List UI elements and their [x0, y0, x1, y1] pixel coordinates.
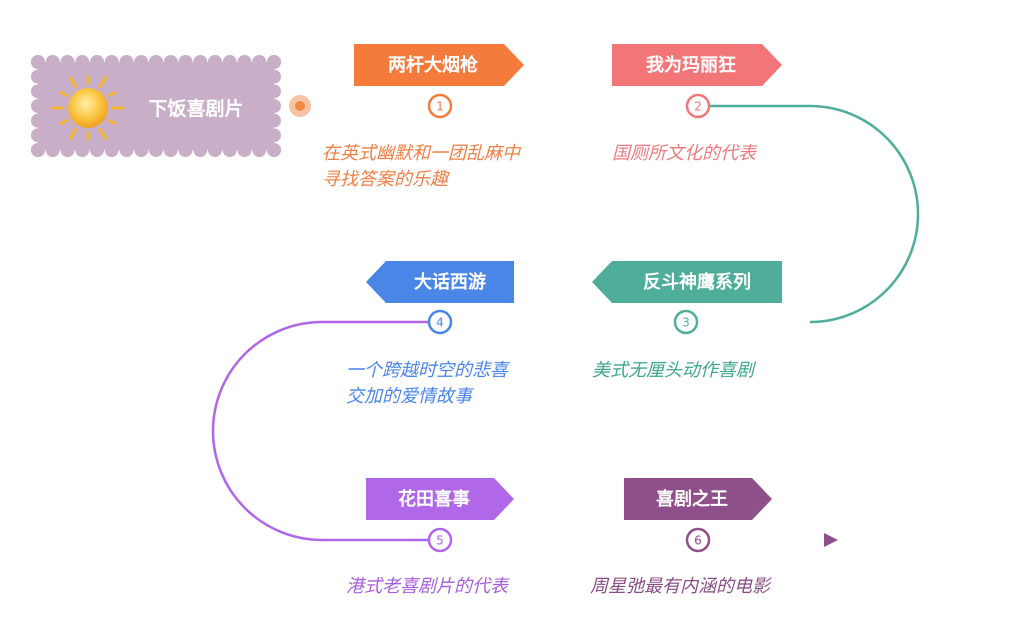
page-title: 下饭喜剧片	[148, 97, 243, 120]
item-node-3	[673, 309, 699, 335]
timeline-arc-left	[211, 320, 440, 542]
timeline-item-2: 我为玛丽狂 2 国厕所文化的代表	[612, 44, 782, 164]
item-number-3: 3	[682, 316, 690, 330]
item-tag-2	[612, 44, 782, 86]
item-desc-2-line-1: 国厕所文化的代表	[612, 143, 758, 164]
item-tag-label-2: 我为玛丽狂	[646, 54, 736, 76]
timeline-arrowhead	[824, 533, 838, 547]
item-node-6	[685, 527, 711, 553]
item-tag-3	[592, 261, 782, 303]
item-desc-4-line-2: 交加的爱情故事	[346, 386, 475, 407]
item-node-2	[685, 93, 711, 119]
item-tag-label-3: 反斗神鹰系列	[643, 271, 751, 293]
item-node-1	[427, 93, 453, 119]
item-desc-1-line-1: 在英式幽默和一团乱麻中	[322, 143, 522, 164]
title-badge: 下饭喜剧片	[31, 55, 281, 157]
item-tag-label-5: 花田喜事	[398, 488, 470, 510]
sun-icon	[51, 75, 125, 141]
item-node-4	[427, 309, 453, 335]
item-desc-1-line-2: 寻找答案的乐趣	[322, 169, 451, 190]
item-number-4: 4	[436, 316, 444, 330]
timeline-item-5: 花田喜事 5 港式老喜剧片的代表	[346, 478, 514, 597]
item-tag-1	[354, 44, 524, 86]
item-tag-5	[366, 478, 514, 520]
timeline-arc-right	[700, 104, 920, 324]
item-desc-4-line-1: 一个跨越时空的悲喜	[346, 360, 511, 381]
timeline-item-6: 喜剧之王 6 周星弛最有内涵的电影	[590, 478, 772, 597]
item-number-2: 2	[694, 100, 702, 114]
item-tag-label-1: 两杆大烟枪	[388, 54, 478, 76]
item-number-6: 6	[694, 534, 702, 548]
item-number-5: 5	[436, 534, 444, 548]
item-tag-6	[624, 478, 772, 520]
item-tag-label-6: 喜剧之王	[656, 488, 728, 510]
item-number-1: 1	[436, 100, 444, 114]
item-desc-6-line-1: 周星弛最有内涵的电影	[590, 576, 772, 597]
item-node-5	[427, 527, 453, 553]
item-desc-5-line-1: 港式老喜剧片的代表	[346, 576, 510, 597]
item-tag-4	[366, 261, 514, 303]
item-desc-3-line-1: 美式无厘头动作喜剧	[592, 360, 757, 381]
item-tag-label-4: 大话西游	[414, 271, 486, 293]
timeline-item-3: 反斗神鹰系列 3 美式无厘头动作喜剧	[592, 261, 782, 381]
